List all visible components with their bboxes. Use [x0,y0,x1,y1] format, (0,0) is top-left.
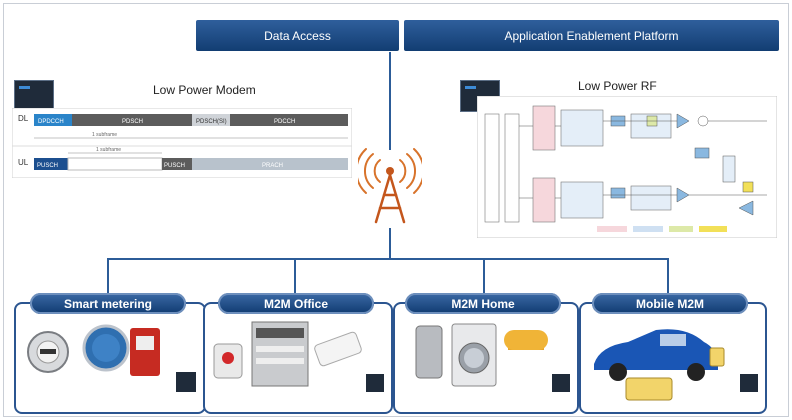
chip-badge-icon [740,374,758,392]
ul-block-prach [192,158,348,170]
ul-block-pusch-label: PUSCH [37,163,58,169]
rf-block-diagram [477,96,777,238]
car-icon [594,329,718,370]
ul-row-label: UL [18,158,29,167]
modem-title: Low Power Modem [153,83,256,97]
smart-metering-devices [27,324,196,392]
projector-icon [314,331,362,367]
rf-title: Low Power RF [578,79,657,93]
m2m-office-title: M2M Office [218,293,374,314]
modem-chip-icon [14,80,54,112]
ul-block-pusch-2-label: PUSCH [164,163,185,169]
ul-block-prach-label: PRACH [262,163,283,169]
modem-timing-diagram: DL DPDCCH PDSCH PDSCH(SI) PDCCH 1 subfra… [12,108,352,178]
dl-block-pdsch-si-label: PDSCH(SI) [196,119,227,125]
mobile-m2m-title: Mobile M2M [592,293,748,314]
application-platform-tab: Application Enablement Platform [404,20,779,51]
m2m-home-title: M2M Home [405,293,561,314]
dl-block-pdsch-si [192,114,230,126]
dl-block-pdcch [230,114,348,126]
dl-block-pdcch-label: PDCCH [274,119,295,125]
ul-block-gap [67,157,163,171]
dl-subframe-label: 1 subframe [92,132,117,138]
ul-subframe-label: 1 subframe [96,147,121,153]
dl-block-pdsch-label: PDSCH [122,119,143,125]
dl-block-dpdcch-label: DPDCCH [38,119,64,125]
ul-block-pusch-2 [162,158,192,170]
sim-card-icon [625,377,673,401]
m2m-home-devices [415,323,570,392]
dl-block-dpdcch [34,114,72,126]
chip-badge-icon [366,374,384,392]
sim-module-icon [709,347,725,367]
dl-block-pdsch [72,114,192,126]
mobile-m2m-devices [594,329,758,401]
ul-block-pusch [34,158,68,170]
water-heater-icon [415,325,443,379]
smart-metering-title: Smart metering [30,293,186,314]
chip-badge-icon [552,374,570,392]
gas-meter-icon [130,328,160,376]
antenna-tower-icon [358,148,422,224]
chip-badge-icon [176,372,196,392]
m2m-office-devices [213,321,384,392]
dl-row-label: DL [18,114,29,123]
data-access-tab: Data Access [196,20,399,51]
